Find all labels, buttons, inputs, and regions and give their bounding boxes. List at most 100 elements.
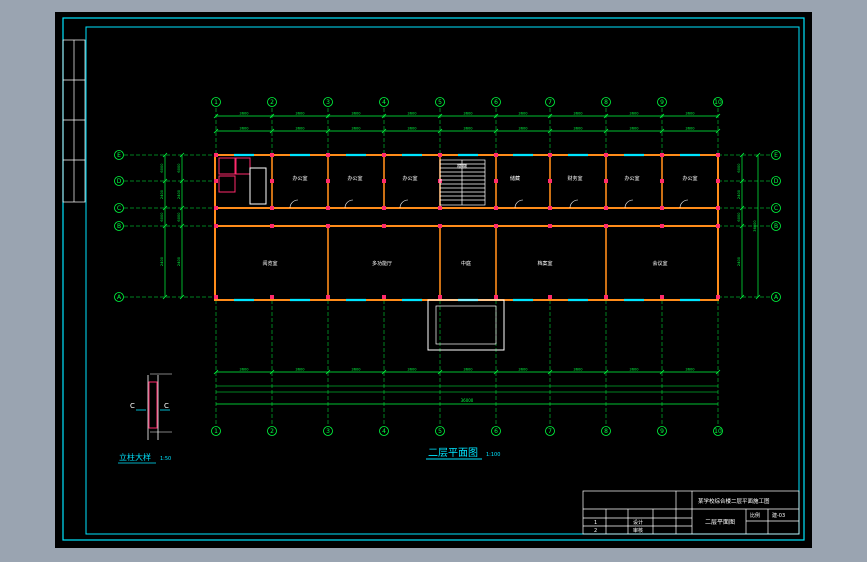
dimension-value: 36000 [753,220,757,232]
structural-columns [214,153,720,299]
column [660,206,664,210]
axis-bubble [601,426,611,436]
dimension-tick [603,128,609,134]
room-label-archive: 档案室 [537,260,552,267]
dimension-tick [739,205,745,211]
column [326,206,330,210]
dimension-tick [755,294,761,300]
room-label-office-1: 办公室 [292,175,307,182]
binding-strip [62,39,86,203]
title-block-scale-label: 比例 [750,512,760,519]
title-block-project: 某学校综合楼二层平面施工图 [698,497,770,505]
dimension-tick [715,128,721,134]
dimension-value: 3600 [463,368,473,372]
section-mark-left: C [130,402,135,410]
row-bubble-label: C [774,205,778,212]
room-label-reading: 阅览室 [262,260,277,267]
dimension-tick [437,113,443,119]
dimension-tick [739,178,745,184]
axis-bubble [211,97,221,107]
dimension-value: 3600 [463,127,473,131]
column [438,224,442,228]
dimension-tick [325,369,331,375]
door-swing [624,199,634,209]
sheet-outer-frame [62,17,805,541]
dimension-value: 3600 [518,368,528,372]
door-swing [344,199,354,209]
column [438,153,442,157]
room-label-lobby: 中庭 [461,260,471,267]
room-label-storage: 储藏 [510,175,520,182]
dimension-value: 2400 [737,256,741,266]
column [716,295,720,299]
dimension-tick [493,128,499,134]
row-bubble-label: D [774,178,779,185]
title-block-checker: 审核 [633,527,643,534]
column [214,295,218,299]
dimension-value: 3600 [351,368,361,372]
dimension-tick [179,223,185,229]
title-block-row2: 2 [594,528,597,534]
door-swing [289,199,299,209]
axis-bubble-label: 9 [660,428,664,435]
title-block-row1: 1 [594,520,597,526]
title-block-sheet-no: 建-03 [772,512,785,519]
column [382,224,386,228]
axis-bubble [323,97,333,107]
axis-bubble [713,97,723,107]
column [270,295,274,299]
dimension-value: 3600 [573,112,583,116]
axis-bubble [545,97,555,107]
dimension-value: 3600 [407,368,417,372]
column [548,153,552,157]
column [548,206,552,210]
dimension-value: 3600 [407,112,417,116]
dimension-value: 3600 [295,112,305,116]
axis-bubble-label: 2 [270,99,274,106]
axis-bubble [267,97,277,107]
column [660,224,664,228]
door-swing [399,199,409,209]
dimension-tick [269,128,275,134]
drawing-scale: 1:100 [486,452,500,458]
dimension-value: 2400 [177,189,181,199]
room-labels: 办公室办公室办公室楼梯储藏财务室办公室办公室阅览室多功能厅中庭档案室会议室 [262,163,697,267]
column [716,206,720,210]
dimension-tick [739,223,745,229]
dimension-tick [162,294,168,300]
column [326,179,330,183]
dimension-value: 3600 [685,112,695,116]
axis-bubble [379,97,389,107]
dimension-value: 3600 [518,127,528,131]
dimension-value: 3600 [407,127,417,131]
row-bubble [114,176,124,186]
axis-bubble [435,426,445,436]
dimension-tick [179,205,185,211]
dimension-value: 6000 [737,212,741,222]
column [716,179,720,183]
dimension-tick [755,152,761,158]
dimension-tick [269,113,275,119]
axis-bubble-label: 2 [270,428,274,435]
axis-bubble-label: 10 [714,428,722,435]
dimension-tick [162,223,168,229]
axis-bubble-label: 3 [326,428,330,435]
dimension-value: 6000 [177,163,181,173]
axis-bubble-label: 1 [214,428,218,435]
row-bubble [771,221,781,231]
axis-bubble [267,426,277,436]
column [270,224,274,228]
dimension-tick [547,128,553,134]
axis-bubble-label: 5 [438,428,442,435]
axis-bubble-label: 8 [604,99,608,106]
dimension-tick [547,113,553,119]
axis-bubble [435,97,445,107]
dimension-tick [162,178,168,184]
dimension-tick [179,294,185,300]
column [660,153,664,157]
column [382,153,386,157]
dimension-tick [162,205,168,211]
room-label-meeting: 多功能厅 [372,260,392,267]
dimension-value: 3600 [685,127,695,131]
column [660,179,664,183]
